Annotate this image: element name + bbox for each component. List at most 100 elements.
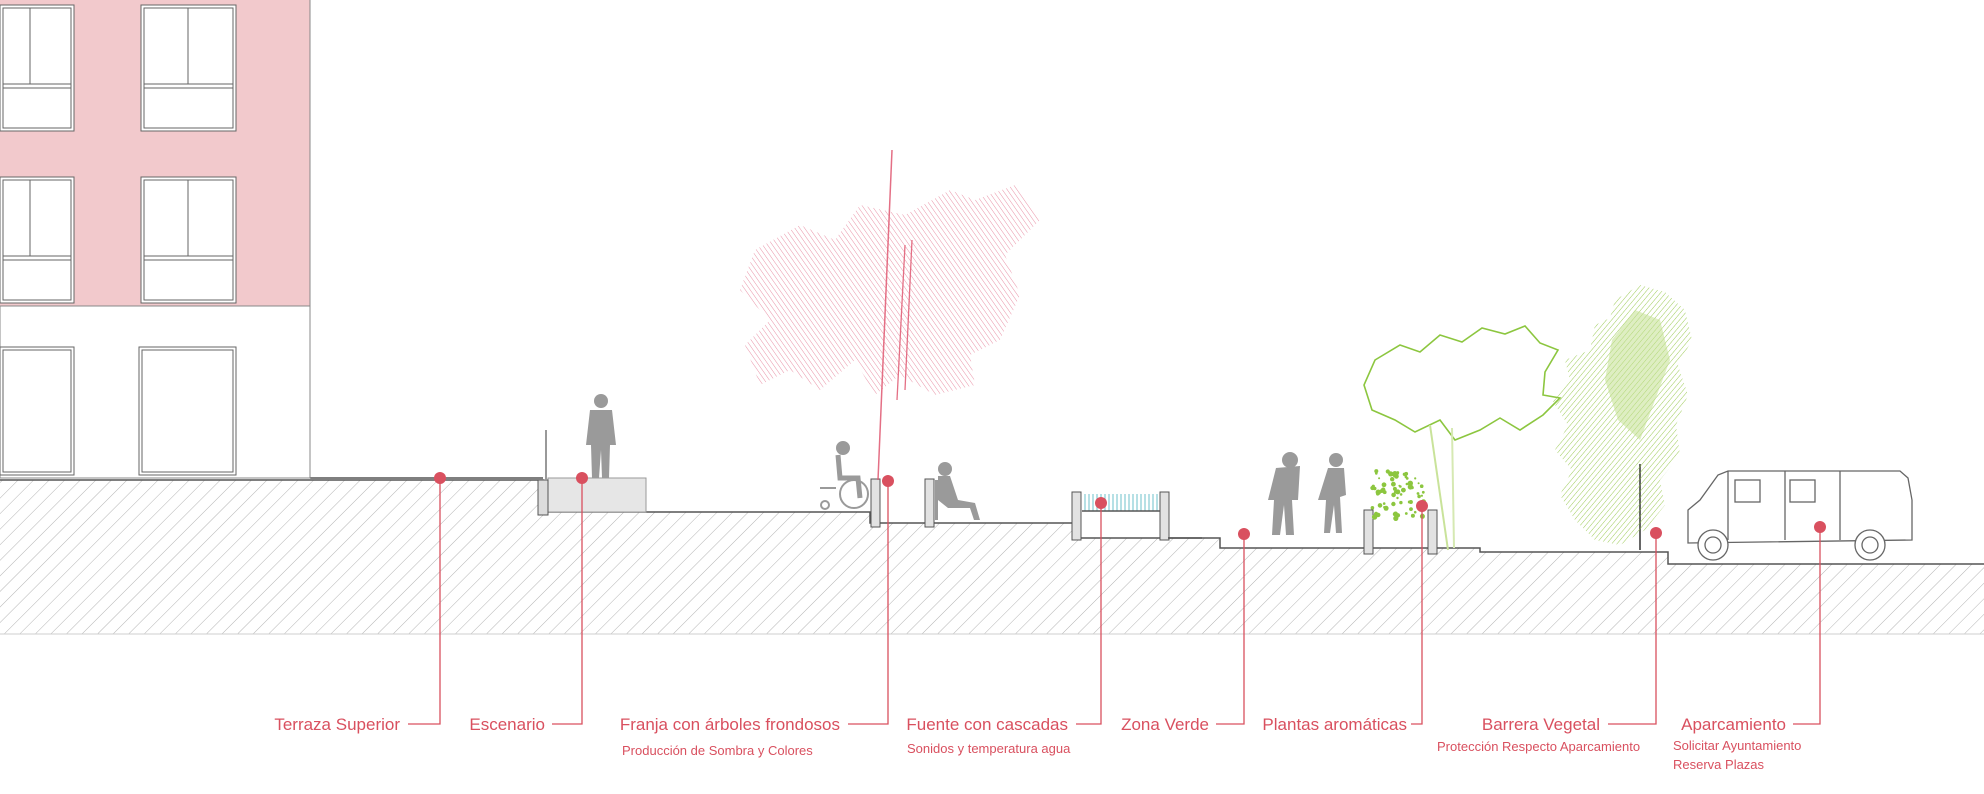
plant-dot [1414, 477, 1417, 480]
plant-dot [1382, 502, 1386, 505]
label-zona-title: Zona Verde [1121, 715, 1209, 734]
plant-dot [1392, 511, 1398, 517]
label-plantas-title: Plantas aromáticas [1262, 715, 1407, 734]
plant-dot [1395, 489, 1401, 495]
plant-dot [1393, 515, 1399, 522]
label-fuente: Fuente con cascadas Sonidos y temperatur… [906, 715, 1071, 756]
plant-dot [1399, 493, 1403, 496]
green-tree [1552, 285, 1692, 545]
leader-line-barrera [1608, 533, 1657, 725]
plant-dot [1392, 471, 1398, 477]
plant-dot [1385, 469, 1390, 474]
label-zona: Zona Verde [1121, 715, 1209, 734]
door [0, 346, 75, 476]
plant-dot [1391, 501, 1396, 507]
plant-dot [1409, 507, 1413, 511]
plant-dot [1372, 486, 1377, 491]
bush-outline [1363, 325, 1562, 551]
plant-dot [1375, 472, 1378, 475]
marker-dot-barrera [1650, 527, 1662, 539]
plant-dot [1392, 486, 1397, 491]
window [140, 4, 237, 132]
window [0, 4, 75, 132]
label-fuente-subtitle: Sonidos y temperatura agua [907, 741, 1071, 756]
marker-dot-plantas [1416, 500, 1428, 512]
plant-dot [1377, 503, 1383, 508]
plant-dot [1393, 490, 1397, 494]
person-standing-icon [586, 394, 616, 478]
plant-dot [1374, 469, 1379, 474]
plant-dot [1401, 487, 1406, 493]
marker-dot-franja [882, 475, 894, 487]
plant-dot [1376, 512, 1381, 518]
marker-dot-zona [1238, 528, 1250, 540]
plant-dot [1378, 477, 1381, 480]
plant-dot [1419, 484, 1424, 489]
building [0, 0, 311, 479]
leader-line-terraza [408, 478, 441, 725]
tree-icon [740, 149, 1040, 481]
person-walking-icon [1268, 452, 1300, 535]
aromatic-plants [1370, 469, 1426, 522]
seated-person-icon [935, 462, 980, 520]
label-franja-title: Franja con árboles frondosos [620, 715, 840, 734]
plant-dot [1421, 490, 1425, 494]
plant-dot [1416, 492, 1420, 495]
plant-dot [1417, 482, 1420, 485]
label-barrera-title: Barrera Vegetal [1482, 715, 1600, 734]
plant-dot [1404, 512, 1408, 515]
plant-dot [1405, 482, 1409, 486]
plant-dot [1417, 494, 1421, 499]
plant-dot [1381, 482, 1387, 488]
plant-dot [1376, 492, 1380, 496]
marker-dot-terraza [434, 472, 446, 484]
plant-dot [1391, 481, 1396, 487]
marker-dot-fuente [1095, 497, 1107, 509]
window [0, 176, 75, 304]
label-barrera-subtitle: Protección Respecto Aparcamiento [1437, 739, 1640, 754]
label-franja-subtitle: Producción de Sombra y Colores [622, 743, 813, 758]
wheelchair-user-icon [820, 441, 869, 510]
plant-dot [1398, 484, 1401, 487]
plant-dot [1402, 472, 1407, 476]
plant-dot [1381, 487, 1386, 492]
door [138, 346, 237, 476]
leader-line-aparcamiento [1793, 527, 1821, 725]
leader-line-zona [1216, 534, 1245, 725]
planter-walls [870, 478, 1438, 555]
label-franja: Franja con árboles frondosos Producción … [620, 715, 840, 758]
plant-dot [1407, 484, 1414, 490]
leader-lines [408, 472, 1826, 725]
label-plantas: Plantas aromáticas [1262, 715, 1407, 734]
plant-dot [1405, 477, 1409, 480]
ground-section [0, 464, 1984, 635]
plant-dot [1410, 513, 1415, 518]
plant-dot [1399, 500, 1403, 505]
label-aparcamiento: Aparcamiento Solicitar Ayuntamiento Rese… [1673, 715, 1801, 772]
plant-dot [1391, 492, 1396, 498]
plant-dot [1383, 505, 1389, 511]
leader-line-plantas [1411, 506, 1423, 725]
marker-dot-escenario [576, 472, 588, 484]
plant-dot [1413, 510, 1417, 514]
leader-line-escenario [552, 478, 583, 725]
van-icon [1687, 470, 1913, 561]
marker-dot-aparcamiento [1814, 521, 1826, 533]
child-icon [1318, 453, 1346, 533]
leader-line-fuente [1076, 503, 1102, 725]
label-barrera: Barrera Vegetal Protección Respecto Apar… [1437, 715, 1640, 754]
label-aparcamiento-subtitle-1: Solicitar Ayuntamiento [1673, 738, 1801, 753]
plant-dot [1390, 477, 1395, 482]
plant-dot [1370, 506, 1375, 510]
window [140, 176, 237, 304]
label-terraza-title: Terraza Superior [274, 715, 400, 734]
plant-dot [1396, 496, 1399, 500]
label-escenario-title: Escenario [469, 715, 545, 734]
plant-dot [1407, 500, 1411, 504]
label-escenario: Escenario [469, 715, 545, 734]
label-fuente-title: Fuente con cascadas [906, 715, 1068, 734]
label-aparcamiento-subtitle-2: Reserva Plazas [1673, 757, 1765, 772]
plant-dot [1420, 494, 1423, 497]
label-aparcamiento-title: Aparcamiento [1681, 715, 1786, 734]
